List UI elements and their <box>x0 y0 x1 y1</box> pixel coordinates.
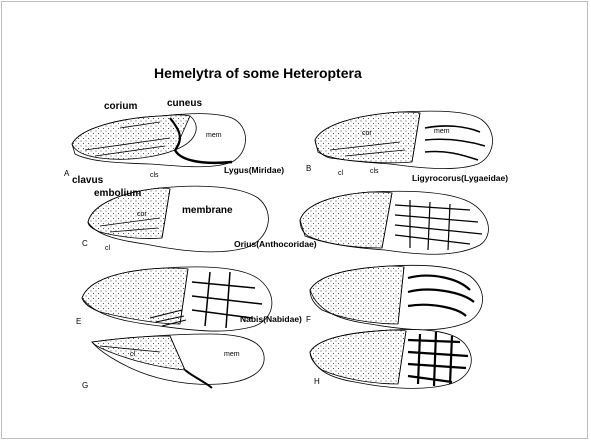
label-corium: corium <box>104 102 137 112</box>
label-cor-b: cor <box>362 130 372 137</box>
species-lygus: Lygus(Miridae) <box>224 166 284 175</box>
letter-a: A <box>64 170 69 178</box>
label-cuneus: cuneus <box>167 99 202 109</box>
species-orius: Orius(Anthocoridae) <box>234 240 317 249</box>
label-cl-b: cl <box>338 170 343 177</box>
letter-f: F <box>306 316 311 324</box>
letter-h: H <box>314 378 320 386</box>
letter-e: E <box>76 318 81 326</box>
label-cls-a: cls <box>150 172 159 179</box>
wing-d <box>300 191 488 254</box>
letter-b: B <box>306 165 311 173</box>
label-mem-b: mem <box>434 128 450 135</box>
label-mem-a: mem <box>206 132 222 139</box>
label-membrane: membrane <box>182 206 233 216</box>
label-clavus: clavus <box>72 176 103 186</box>
wing-g <box>92 334 264 388</box>
label-cor-c: cor <box>137 211 147 218</box>
letter-g: G <box>82 382 88 390</box>
wing-f <box>310 265 483 329</box>
species-ligyrocorus: Ligyrocorus(Lygaeidae) <box>412 174 508 183</box>
label-cls-b: cls <box>370 168 379 175</box>
label-mem-g: mem <box>224 351 240 358</box>
wing-a-lygus <box>72 114 246 167</box>
species-nabis: Nabis(Nabidae) <box>240 315 302 324</box>
wing-h <box>310 330 471 389</box>
label-cl-g: cl <box>130 351 135 358</box>
wing-b-ligyrocorus <box>315 111 493 168</box>
letter-c: C <box>82 240 88 248</box>
label-embolium: embolium <box>94 189 141 199</box>
label-cl-c: cl <box>105 245 110 252</box>
